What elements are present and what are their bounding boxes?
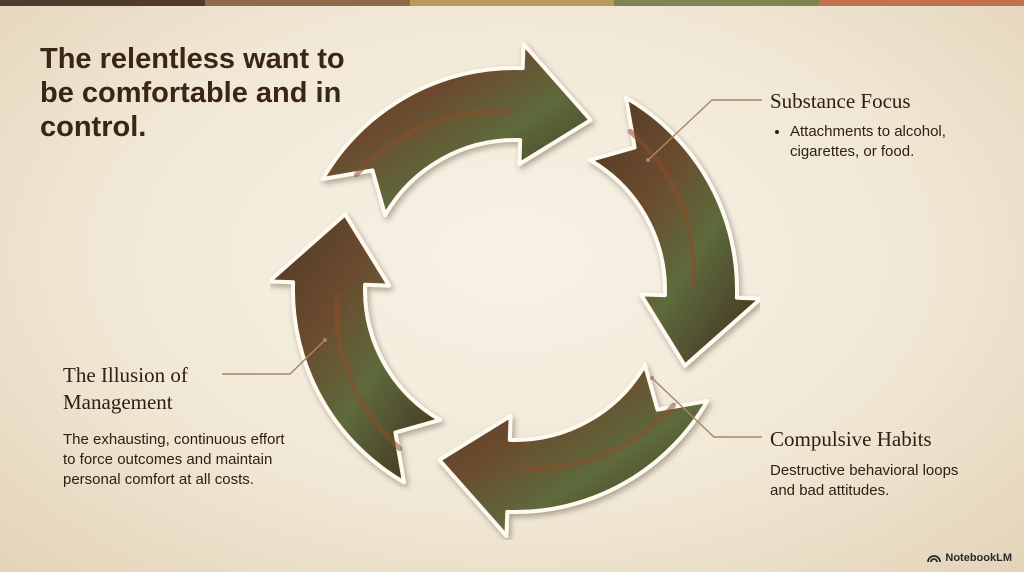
brand-label: NotebookLM — [945, 552, 1012, 564]
circular-arrows-icon — [270, 42, 760, 538]
notebooklm-logo-icon — [927, 555, 942, 563]
top-bar-segment — [204, 0, 410, 6]
arrow-texture — [334, 293, 403, 452]
top-bar-segment — [0, 0, 205, 6]
bullet-item: Attachments to alcohol, cigarettes, or f… — [790, 122, 1010, 162]
arrow-texture — [627, 128, 696, 287]
top-bar-segment — [409, 0, 615, 6]
substance-bullet-list: Attachments to alcohol, cigarettes, or f… — [770, 122, 1010, 162]
compulsive-habits-heading: Compulsive Habits — [770, 427, 932, 451]
top-color-bar — [0, 0, 1024, 6]
arrow-bottom-left — [437, 363, 710, 538]
arrow-texture — [353, 109, 512, 178]
arrow-top-left — [270, 212, 442, 485]
illusion-body: The exhausting, continuous effort to for… — [63, 431, 285, 488]
brand-badge: NotebookLM — [927, 552, 1012, 564]
arrow-bottom-right — [588, 95, 760, 368]
illusion-heading: The Illusion of Management — [63, 363, 188, 414]
slide-title: The relentless want to be comfortable an… — [40, 43, 345, 143]
arrow-top-right — [320, 42, 593, 217]
substance-focus-heading: Substance Focus — [770, 89, 911, 113]
top-bar-segment — [819, 0, 1024, 6]
top-bar-segment — [614, 0, 820, 6]
substance-focus-body: Attachments to alcohol, cigarettes, or f… — [770, 122, 1010, 162]
compulsive-habits-body: Destructive behavioral loops and bad att… — [770, 462, 959, 499]
